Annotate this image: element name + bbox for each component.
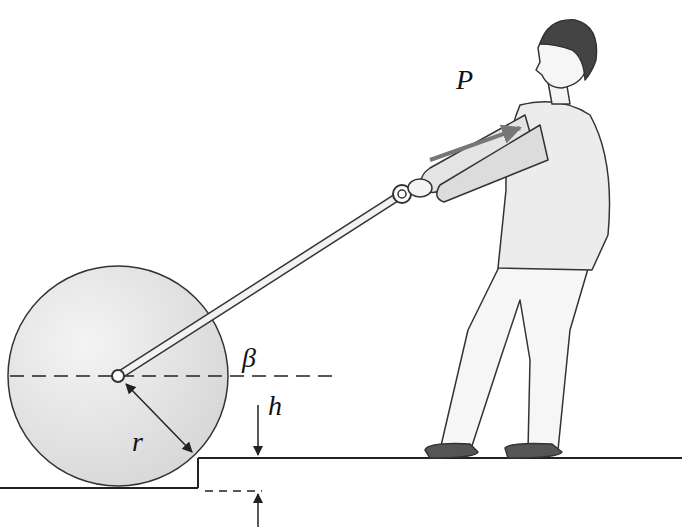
variable-label: β: [242, 344, 256, 372]
height-arrow: [257, 405, 259, 455]
reference-dash: [205, 490, 262, 492]
force-arrow: [430, 128, 520, 160]
axle-pin: [112, 370, 124, 382]
height-arrow: [257, 494, 259, 527]
variable-label: h: [268, 392, 282, 420]
variable-label: r: [132, 428, 143, 456]
handle-rod: [118, 194, 402, 376]
handle-pin: [398, 190, 406, 198]
variable-label: P: [456, 66, 473, 94]
handle-rod: [118, 194, 402, 376]
person: [408, 20, 610, 458]
centre-line: [10, 375, 335, 377]
